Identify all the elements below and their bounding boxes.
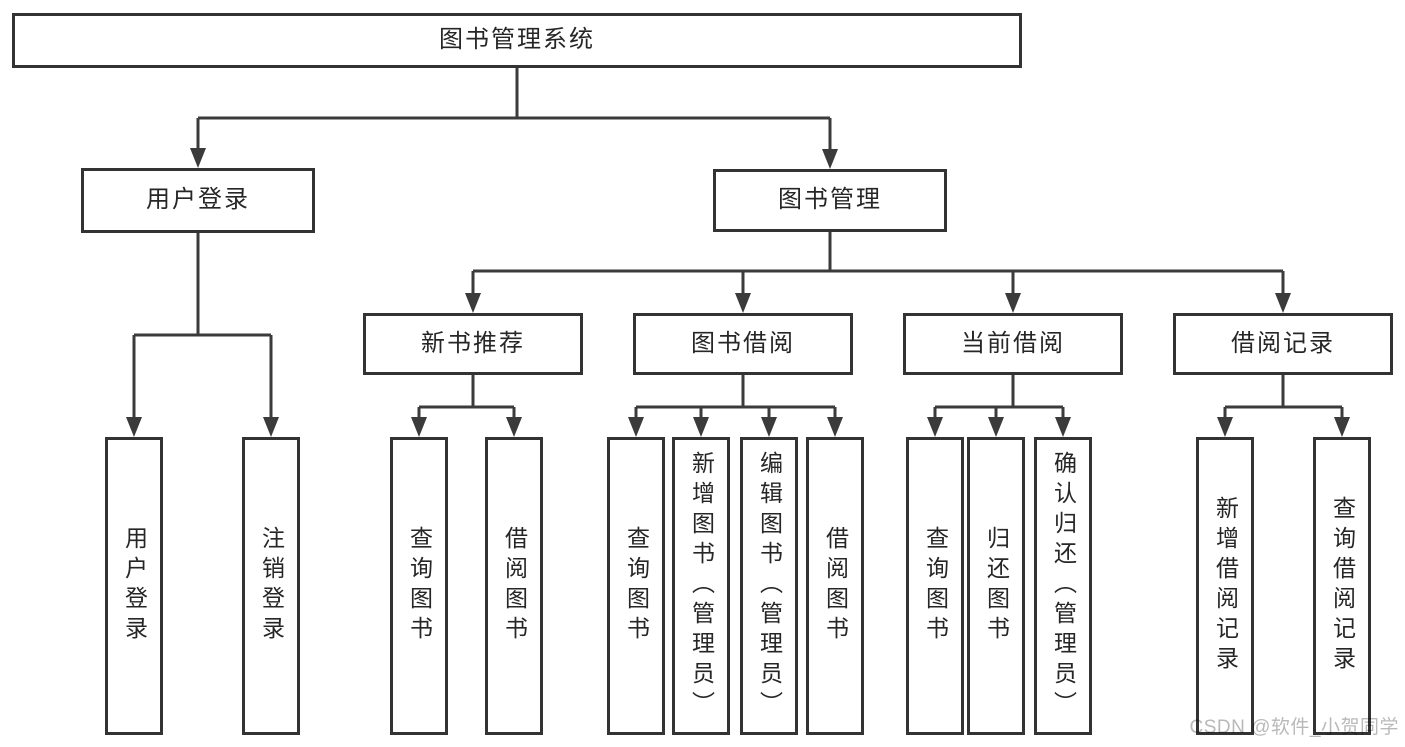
leaf-add-book-admin: 新增图书（管理员） — [672, 437, 730, 735]
arrowhead-down-icon — [735, 293, 751, 313]
leaf-query-borrow-record: 查询借阅记录 — [1313, 437, 1371, 735]
node-book-borrowing: 图书借阅 — [633, 313, 853, 375]
leaf-confirm-return-admin: 确认归还（管理员） — [1034, 437, 1092, 735]
leaf-query-books-borrowing-label: 查询图书 — [623, 526, 650, 646]
leaf-logout: 注销登录 — [242, 437, 300, 735]
leaf-borrow-books-recommend: 借阅图书 — [485, 437, 543, 735]
node-root: 图书管理系统 — [12, 13, 1022, 68]
arrowhead-down-icon — [506, 417, 522, 437]
arrowhead-down-icon — [1055, 417, 1071, 437]
arrowhead-down-icon — [126, 417, 142, 437]
arrowhead-down-icon — [1217, 417, 1233, 437]
arrowhead-down-icon — [822, 149, 838, 169]
leaf-edit-book-admin-label: 编辑图书（管理员） — [756, 451, 783, 721]
leaf-query-books-recommend: 查询图书 — [390, 437, 448, 735]
node-borrowing-records-label: 借阅记录 — [1231, 329, 1335, 357]
leaf-logout-label: 注销登录 — [258, 526, 285, 646]
leaf-edit-book-admin: 编辑图书（管理员） — [740, 437, 798, 735]
arrowhead-down-icon — [411, 417, 427, 437]
arrowhead-down-icon — [761, 417, 777, 437]
node-current-borrowing-label: 当前借阅 — [961, 329, 1065, 357]
leaf-return-books-label: 归还图书 — [983, 526, 1010, 646]
leaf-borrow-books-recommend-label: 借阅图书 — [501, 526, 528, 646]
node-new-book-recommendation: 新书推荐 — [363, 313, 583, 375]
arrowhead-down-icon — [628, 417, 644, 437]
arrowhead-down-icon — [190, 148, 206, 168]
leaf-query-books-recommend-label: 查询图书 — [406, 526, 433, 646]
watermark-text: CSDN @软件_小贺同学 — [1189, 717, 1399, 738]
node-book-management: 图书管理 — [713, 169, 947, 232]
arrowhead-down-icon — [693, 417, 709, 437]
node-book-management-label: 图书管理 — [778, 186, 882, 214]
connector-root — [190, 68, 838, 169]
leaf-add-borrow-record-label: 新增借阅记录 — [1212, 496, 1239, 676]
leaf-user-login: 用户登录 — [105, 437, 163, 735]
connector-book-management — [465, 232, 1291, 313]
arrowhead-down-icon — [927, 417, 943, 437]
arrowhead-down-icon — [1334, 417, 1350, 437]
arrowhead-down-icon — [465, 293, 481, 313]
leaf-add-borrow-record: 新增借阅记录 — [1196, 437, 1254, 735]
leaf-borrow-books-borrowing: 借阅图书 — [806, 437, 864, 735]
leaf-query-borrow-record-label: 查询借阅记录 — [1329, 496, 1356, 676]
leaf-query-books-current: 查询图书 — [906, 437, 964, 735]
node-borrowing-records: 借阅记录 — [1173, 313, 1393, 375]
node-root-label: 图书管理系统 — [439, 26, 595, 54]
arrowhead-down-icon — [827, 417, 843, 437]
node-user-login-label: 用户登录 — [146, 186, 250, 214]
arrowhead-down-icon — [1005, 293, 1021, 313]
arrowhead-down-icon — [263, 417, 279, 437]
leaf-borrow-books-borrowing-label: 借阅图书 — [822, 526, 849, 646]
connector-borrowing-records — [1217, 375, 1350, 437]
leaf-confirm-return-admin-label: 确认归还（管理员） — [1050, 451, 1077, 721]
leaf-user-login-label: 用户登录 — [121, 526, 148, 646]
node-user-login: 用户登录 — [81, 168, 315, 233]
leaf-query-books-borrowing: 查询图书 — [607, 437, 665, 735]
leaf-query-books-current-label: 查询图书 — [922, 526, 949, 646]
arrowhead-down-icon — [1275, 293, 1291, 313]
connector-new-book-recommendation — [411, 375, 522, 437]
leaf-return-books: 归还图书 — [967, 437, 1025, 735]
connector-user-login — [126, 233, 279, 437]
node-new-book-recommendation-label: 新书推荐 — [421, 329, 525, 357]
arrowhead-down-icon — [988, 417, 1004, 437]
node-book-borrowing-label: 图书借阅 — [691, 329, 795, 357]
connector-current-borrowing — [927, 375, 1071, 437]
connector-book-borrowing — [628, 375, 843, 437]
node-current-borrowing: 当前借阅 — [903, 313, 1123, 375]
leaf-add-book-admin-label: 新增图书（管理员） — [688, 451, 715, 721]
